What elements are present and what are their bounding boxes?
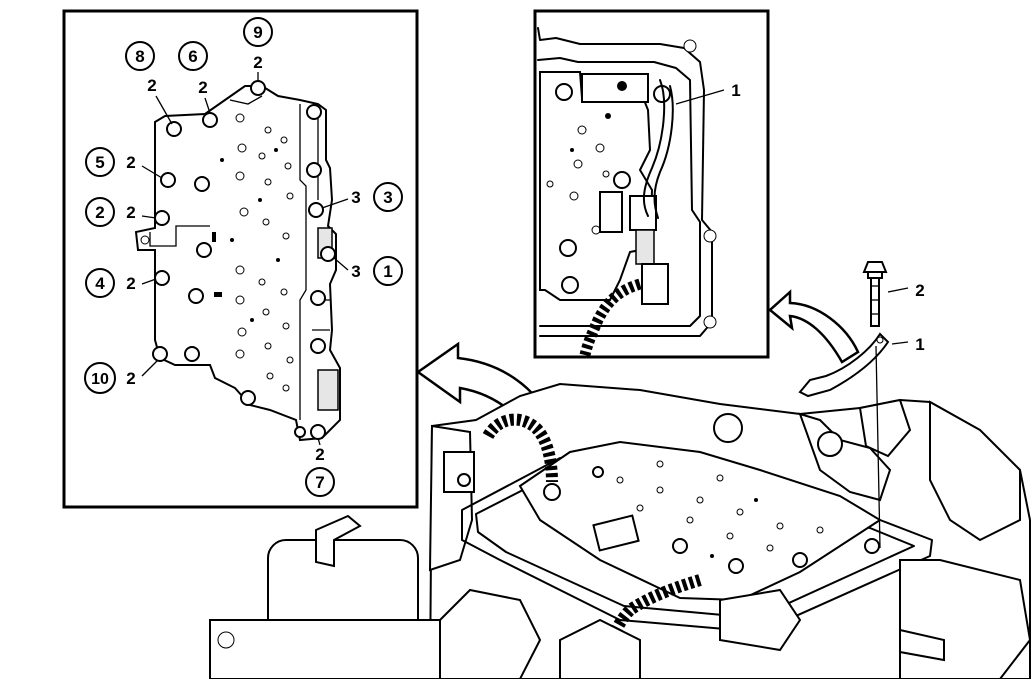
svg-text:7: 7 — [315, 473, 324, 492]
circled-label-1: 1 — [373, 256, 403, 286]
plate-bolts — [152, 80, 336, 440]
plate-holes — [212, 113, 294, 392]
arrow-to-inset-view — [768, 289, 860, 364]
svg-text:4: 4 — [95, 274, 105, 293]
svg-text:10: 10 — [91, 371, 109, 388]
circled-label-3: 3 — [373, 182, 403, 212]
callout-2-at-5: 2 — [126, 153, 135, 172]
callout-2-at-2: 2 — [126, 203, 135, 222]
assembly-harness-bottom — [598, 574, 702, 677]
svg-text:6: 6 — [188, 47, 197, 66]
callout-3-at-1: 3 — [351, 262, 360, 281]
circled-label-2: 2 — [85, 197, 115, 227]
assembly-harness-top — [482, 413, 558, 483]
main-callout-clip-1: 1 — [915, 335, 924, 354]
callout-2-at-8: 2 — [147, 76, 156, 95]
callout-2-at-10: 2 — [126, 369, 135, 388]
inset-detail-view: 1 — [533, 9, 770, 359]
svg-text:5: 5 — [95, 153, 104, 172]
svg-text:8: 8 — [135, 47, 144, 66]
circled-label-7: 7 — [305, 467, 335, 497]
circled-label-8: 8 — [125, 41, 155, 71]
circled-labels: 8 6 9 5 2 4 10 3 1 7 — [84, 17, 403, 497]
callout-3-at-3: 3 — [351, 188, 360, 207]
circled-label-5: 5 — [85, 147, 115, 177]
circled-label-6: 6 — [178, 41, 208, 71]
circled-label-4: 4 — [85, 268, 115, 298]
wire-harness — [579, 278, 642, 357]
callout-2-at-4: 2 — [126, 274, 135, 293]
svg-text:1: 1 — [383, 262, 392, 281]
left-detail-view: 8 6 9 5 2 4 10 3 1 7 2 2 2 2 2 2 2 — [62, 9, 419, 509]
circled-label-9: 9 — [243, 17, 273, 47]
svg-text:3: 3 — [383, 188, 392, 207]
svg-text:2: 2 — [95, 203, 104, 222]
callout-2-at-9: 2 — [253, 53, 262, 72]
part-callouts: 2 2 2 2 2 2 2 3 3 2 — [126, 53, 360, 464]
callout-2-at-7: 2 — [315, 445, 324, 464]
main-callout-bolt-2: 2 — [915, 281, 924, 300]
circled-label-10: 10 — [84, 362, 116, 394]
svg-text:9: 9 — [253, 23, 262, 42]
inset-callout-1: 1 — [731, 81, 740, 100]
callout-2-at-6: 2 — [198, 78, 207, 97]
main-assembly-view: 2 1 — [209, 261, 1032, 679]
removed-bolt — [862, 261, 888, 327]
